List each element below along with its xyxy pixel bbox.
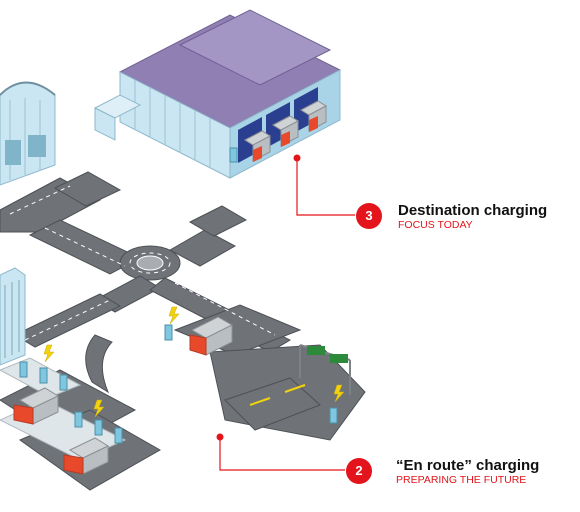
roundabout-center [136,255,164,271]
trucks-on-site [13,316,234,475]
callout-2-title: “En route” charging [396,457,540,474]
highway-sign-gantry [299,344,351,395]
lightning-bolts [43,306,345,418]
callout-en-route-charging: “En route” charging PREPARING THE FUTURE [396,457,539,486]
callout-3-anchor-dot [293,154,301,162]
callout-2-anchor-dot [216,433,224,441]
callout-leaders [219,158,355,471]
callout-3-badge: 3 [356,203,382,229]
trucks-at-warehouse [243,100,328,162]
callout-2-subtitle: PREPARING THE FUTURE [396,474,527,486]
callout-destination-charging: Destination charging FOCUS TODAY [398,202,547,231]
office-building [0,267,26,366]
hangar [0,81,56,186]
road-markings [9,185,276,341]
callout-3-title: Destination charging [398,202,548,219]
warehouse [93,9,342,179]
callout-2-badge: 2 [346,458,372,484]
callout-3-subtitle: FOCUS TODAY [398,219,473,231]
road-yellow-markings [249,384,306,406]
